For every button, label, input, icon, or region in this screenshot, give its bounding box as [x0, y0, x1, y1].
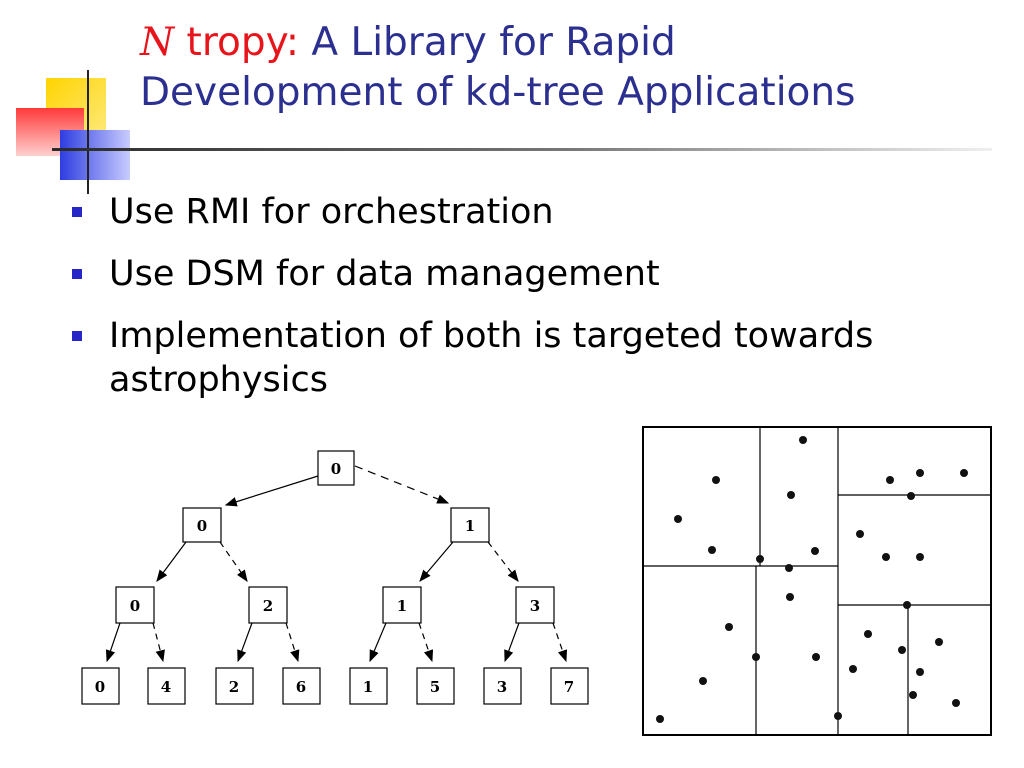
decor-vertical-line	[87, 70, 89, 194]
svg-text:1: 1	[465, 517, 475, 535]
tree-edge-solid	[224, 475, 319, 507]
svg-text:2: 2	[229, 678, 239, 696]
tree-edge-dashed	[219, 541, 248, 582]
bullet-item: Use RMI for orchestration	[72, 190, 1002, 234]
kd-point	[935, 638, 943, 646]
svg-text:0: 0	[95, 678, 105, 696]
svg-text:0: 0	[130, 597, 140, 615]
kd-point	[834, 712, 842, 720]
bullet-square-icon	[72, 269, 82, 279]
tree-edge-solid	[237, 622, 253, 663]
bullet-item: Use DSM for data management	[72, 252, 1002, 296]
kd-point	[952, 699, 960, 707]
title-rest-2: Development of kd-tree Applications	[140, 70, 856, 115]
tree-node-level2: 0	[115, 586, 155, 624]
tree-node-level1: 1	[450, 507, 490, 543]
tree-node-level2: 1	[382, 586, 422, 624]
tree-edge-solid	[504, 622, 520, 663]
kd-point	[787, 491, 795, 499]
tree-leaf: 6	[282, 667, 321, 705]
svg-text:7: 7	[564, 678, 574, 696]
slide-title: N tropy: A Library for Rapid Development…	[140, 18, 1000, 118]
tree-leaf: 3	[483, 667, 522, 705]
svg-text:0: 0	[331, 460, 341, 478]
kd-point	[712, 476, 720, 484]
tree-edge-solid	[156, 541, 187, 582]
tree-edge-dashed	[152, 622, 165, 663]
tree-edge-solid	[419, 541, 454, 582]
kd-point	[799, 436, 807, 444]
kd-point	[785, 564, 793, 572]
bullet-text: Use RMI for orchestration	[109, 192, 554, 232]
tree-node-root: 0	[317, 450, 355, 486]
bullet-square-icon	[72, 207, 82, 217]
tree-edge-dashed	[418, 622, 434, 663]
tree-node-level1: 0	[182, 507, 222, 543]
kd-point	[898, 646, 906, 654]
kd-plot-frame	[642, 426, 992, 736]
svg-text:6: 6	[296, 678, 306, 696]
svg-text:5: 5	[430, 678, 440, 696]
kd-point	[699, 677, 707, 685]
bullet-text: Implementation of both is targeted towar…	[109, 316, 874, 400]
tree-leaf: 1	[349, 667, 388, 705]
tree-leaf: 7	[550, 667, 589, 705]
svg-text:1: 1	[363, 678, 373, 696]
kd-point	[756, 555, 764, 563]
tree-edge-dashed	[552, 622, 568, 663]
tree-node-level2: 2	[248, 586, 288, 624]
kd-point	[708, 546, 716, 554]
kd-point	[909, 691, 917, 699]
svg-text:4: 4	[161, 678, 171, 696]
kd-point	[864, 630, 872, 638]
kd-point	[856, 530, 864, 538]
title-tropy: tropy:	[174, 20, 299, 65]
svg-text:1: 1	[397, 597, 407, 615]
kd-point	[886, 476, 894, 484]
kd-point	[674, 515, 682, 523]
tree-edge-dashed	[354, 465, 450, 504]
kd-partition-plot	[642, 426, 992, 736]
kd-point	[907, 492, 915, 500]
tree-node-level2: 3	[515, 586, 555, 624]
kd-point	[786, 593, 794, 601]
tree-edge-dashed	[285, 622, 300, 663]
tree-edge-solid	[105, 622, 121, 663]
bullet-list: Use RMI for orchestration Use DSM for da…	[72, 190, 1002, 420]
kd-point	[752, 653, 760, 661]
svg-text:3: 3	[530, 597, 540, 615]
kd-point	[811, 547, 819, 555]
bullet-text: Use DSM for data management	[109, 254, 660, 294]
decor-blue-square	[60, 130, 130, 180]
tree-leaf: 2	[215, 667, 254, 705]
tree-edge-dashed	[487, 541, 519, 582]
kd-point	[812, 653, 820, 661]
kd-point	[916, 553, 924, 561]
title-underline	[52, 148, 992, 151]
kd-point	[725, 623, 733, 631]
title-rest-1: A Library for Rapid	[299, 20, 676, 65]
title-n: N	[140, 20, 175, 65]
kd-point	[960, 469, 968, 477]
svg-text:3: 3	[497, 678, 507, 696]
tree-leaf: 0	[81, 667, 120, 705]
bullet-square-icon	[72, 331, 82, 341]
bullet-item: Implementation of both is targeted towar…	[72, 314, 1019, 402]
kd-point	[916, 469, 924, 477]
tree-leaf: 5	[416, 667, 455, 705]
kd-point	[903, 601, 911, 609]
kd-point	[656, 715, 664, 723]
svg-text:0: 0	[197, 517, 207, 535]
svg-text:2: 2	[263, 597, 273, 615]
tree-edge-solid	[369, 622, 387, 663]
tree-leaf: 4	[147, 667, 186, 705]
kd-point	[916, 668, 924, 676]
kd-point	[849, 665, 857, 673]
kd-point	[882, 553, 890, 561]
